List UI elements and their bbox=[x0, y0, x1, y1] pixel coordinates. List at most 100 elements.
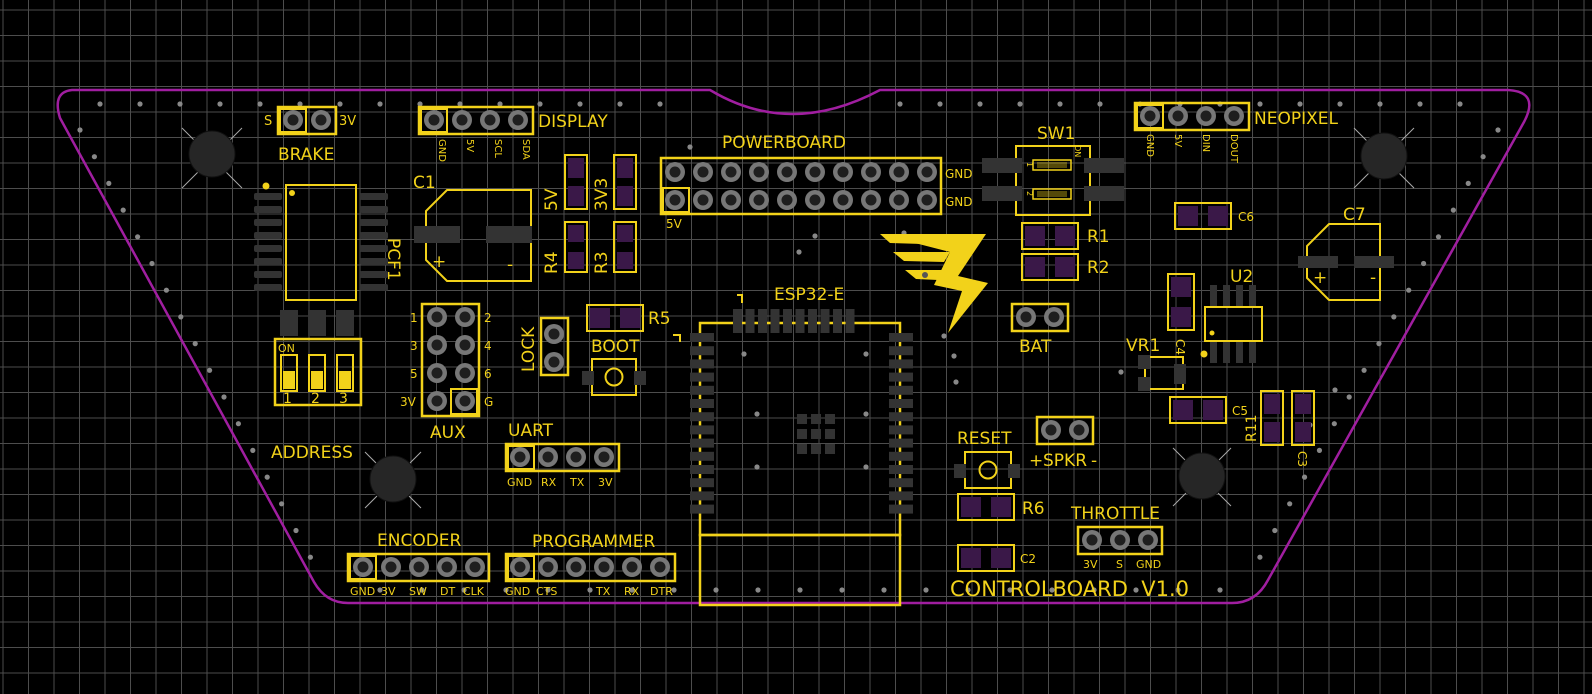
via bbox=[497, 101, 503, 107]
svg-text:C1: C1 bbox=[413, 173, 436, 193]
svg-text:ADDRESS: ADDRESS bbox=[271, 443, 353, 463]
brake-label: BRAKE bbox=[278, 145, 334, 165]
spkr-connector: + SPKR - bbox=[1029, 415, 1097, 471]
via bbox=[863, 351, 869, 357]
via bbox=[545, 587, 551, 593]
via bbox=[897, 101, 903, 107]
via bbox=[1257, 554, 1263, 560]
svg-text:3V3: 3V3 bbox=[592, 178, 612, 211]
via bbox=[264, 474, 270, 480]
svg-text:ON: ON bbox=[1073, 145, 1082, 157]
via bbox=[1257, 101, 1263, 107]
svg-text:-: - bbox=[507, 255, 513, 275]
svg-text:TX: TX bbox=[595, 585, 611, 598]
aux-header: 1 3 5 3V 2 4 6 G AUX bbox=[400, 302, 493, 443]
brake-pin-s: S bbox=[264, 114, 272, 129]
encoder-connector: ENCODER GND 3V SW DT CLK bbox=[346, 531, 491, 598]
svg-text:ON: ON bbox=[278, 342, 295, 355]
via bbox=[137, 101, 143, 107]
svg-text:SPKR: SPKR bbox=[1043, 451, 1087, 471]
vr1-regulator: VR1 bbox=[1126, 336, 1186, 391]
mounting-hole-bottom-left bbox=[364, 451, 422, 509]
svg-text:C5: C5 bbox=[1232, 404, 1248, 418]
mounting-hole-top-left bbox=[181, 127, 243, 189]
c4-capacitor: C4 bbox=[1167, 273, 1195, 355]
via bbox=[1118, 369, 1124, 375]
via bbox=[1376, 341, 1382, 347]
uart-connector: UART GND RX TX 3V bbox=[504, 421, 621, 489]
svg-text:2: 2 bbox=[1025, 191, 1034, 196]
via bbox=[1007, 587, 1013, 593]
svg-text:1: 1 bbox=[410, 311, 418, 325]
svg-text:RX: RX bbox=[624, 585, 640, 598]
svg-text:GND: GND bbox=[436, 139, 447, 162]
svg-text:THROTTLE: THROTTLE bbox=[1070, 504, 1160, 524]
via bbox=[1049, 587, 1055, 593]
svg-text:RX: RX bbox=[541, 476, 557, 489]
neopixel-connector: NEOPIXEL GND 5V DIN DOUT bbox=[1133, 101, 1338, 164]
via bbox=[77, 127, 83, 133]
via bbox=[120, 207, 126, 213]
via bbox=[377, 101, 383, 107]
via bbox=[1417, 101, 1423, 107]
via bbox=[923, 587, 929, 593]
svg-text:R1: R1 bbox=[1087, 227, 1110, 247]
svg-text:R11: R11 bbox=[1244, 414, 1260, 442]
sw1-label: SW1 bbox=[1037, 124, 1075, 144]
svg-text:1: 1 bbox=[283, 391, 292, 407]
svg-text:4: 4 bbox=[484, 339, 492, 353]
via bbox=[1450, 207, 1456, 213]
via bbox=[977, 101, 983, 107]
svg-text:-: - bbox=[1091, 451, 1097, 471]
via bbox=[1495, 127, 1501, 133]
jumpers-5v-3v3: 5V 3V3 R4 R3 bbox=[542, 154, 637, 274]
lock-jumper: LOCK bbox=[519, 316, 570, 377]
display-connector: DISPLAY GND 5V SCL SDA bbox=[417, 105, 608, 162]
svg-text:R3: R3 bbox=[592, 251, 612, 274]
via bbox=[279, 501, 285, 507]
via bbox=[1361, 367, 1367, 373]
svg-text:S: S bbox=[1116, 558, 1123, 571]
via bbox=[1017, 101, 1023, 107]
svg-text:SCL: SCL bbox=[492, 139, 503, 158]
neopixel-label: NEOPIXEL bbox=[1254, 109, 1338, 129]
via bbox=[754, 464, 760, 470]
svg-text:R5: R5 bbox=[648, 309, 671, 329]
svg-text:C2: C2 bbox=[1020, 552, 1036, 566]
via bbox=[953, 379, 959, 385]
svg-text:C4: C4 bbox=[1173, 339, 1187, 355]
svg-text:3V: 3V bbox=[381, 585, 396, 598]
via bbox=[1406, 287, 1412, 293]
svg-text:3V: 3V bbox=[1083, 558, 1098, 571]
svg-text:GND: GND bbox=[945, 167, 973, 181]
via bbox=[812, 233, 818, 239]
via bbox=[1332, 387, 1338, 393]
svg-text:5V: 5V bbox=[542, 188, 562, 211]
via bbox=[1435, 234, 1442, 240]
via bbox=[1133, 587, 1139, 593]
svg-text:GND: GND bbox=[505, 585, 530, 598]
via bbox=[587, 587, 593, 593]
via bbox=[1480, 154, 1486, 160]
via bbox=[863, 464, 869, 470]
svg-text:BAT: BAT bbox=[1019, 337, 1052, 357]
via bbox=[235, 421, 241, 427]
via bbox=[1465, 180, 1471, 186]
svg-text:ENCODER: ENCODER bbox=[377, 531, 462, 551]
svg-text:GND: GND bbox=[1136, 558, 1161, 571]
via bbox=[941, 333, 947, 339]
via bbox=[163, 287, 169, 293]
esp32-label: ESP32-E bbox=[774, 285, 844, 305]
svg-text:+: + bbox=[432, 252, 446, 272]
brake-connector: S 3V BRAKE bbox=[264, 105, 356, 165]
via bbox=[657, 101, 663, 107]
lightning-logo bbox=[880, 234, 988, 333]
svg-text:G: G bbox=[484, 395, 493, 409]
svg-text:+: + bbox=[1029, 451, 1043, 471]
powerboard-label: POWERBOARD bbox=[722, 133, 846, 153]
via bbox=[1457, 101, 1463, 107]
svg-text:2: 2 bbox=[484, 311, 492, 325]
svg-text:SDA: SDA bbox=[520, 139, 531, 160]
svg-text:DTR: DTR bbox=[650, 585, 673, 598]
